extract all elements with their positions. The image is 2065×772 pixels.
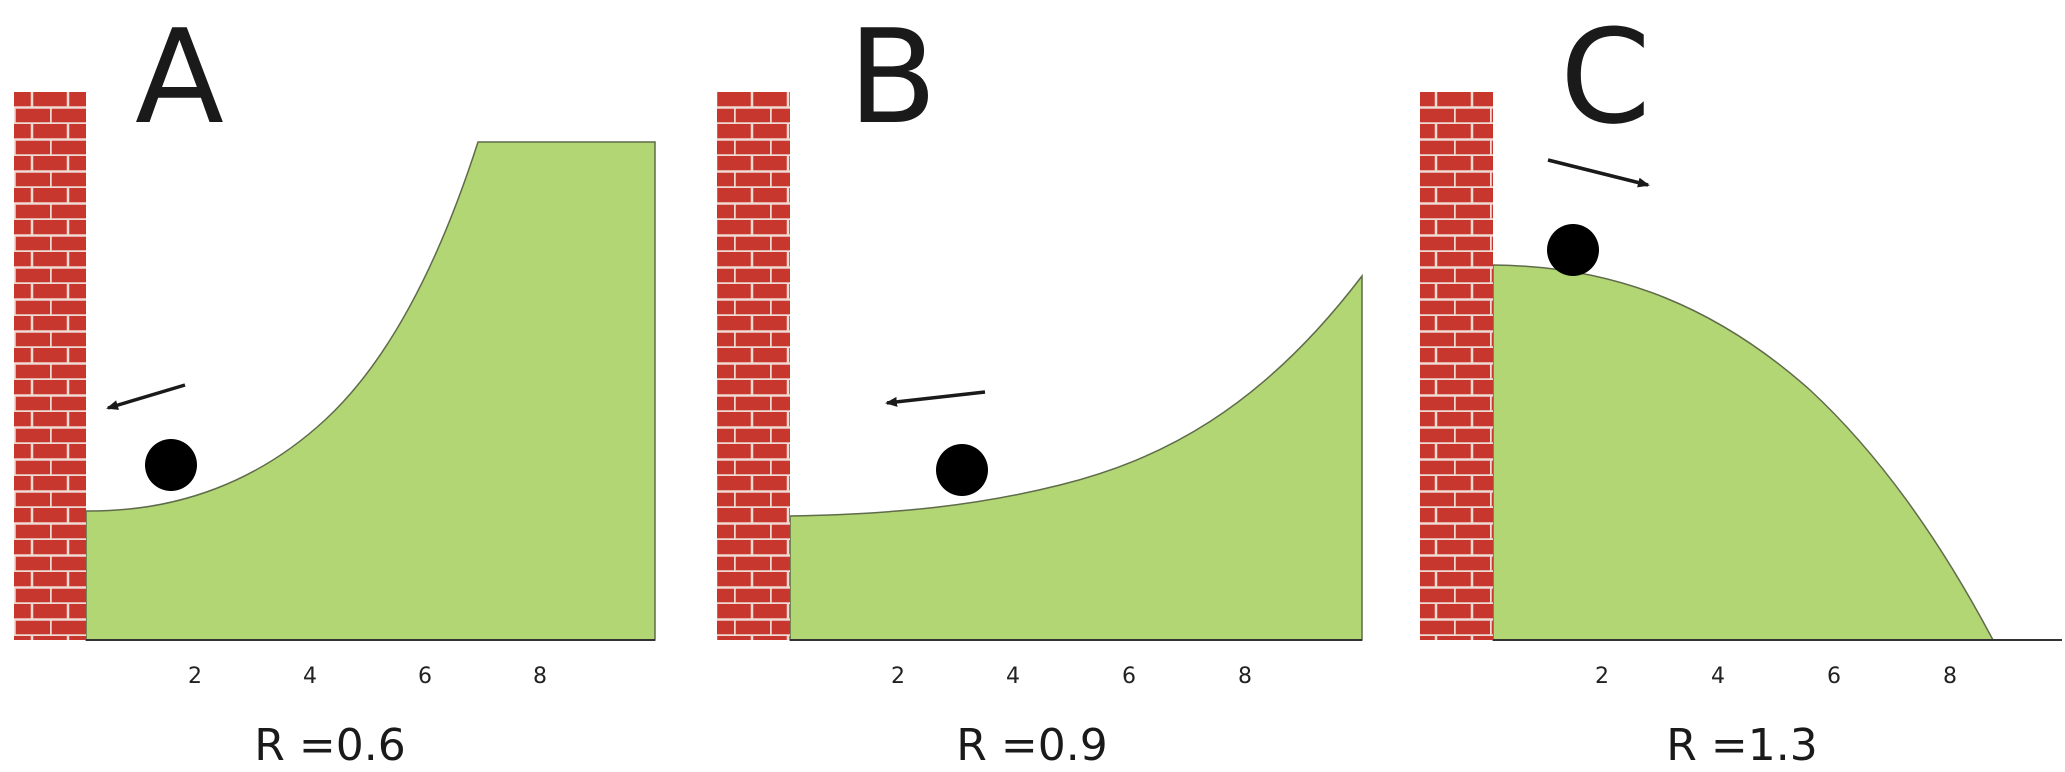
direction-arrow-icon	[885, 390, 986, 407]
tick-label: 4	[303, 664, 317, 689]
panel-letter-a: A	[135, 1, 224, 153]
tick-label: 8	[533, 664, 547, 689]
ball-icon	[145, 439, 197, 491]
ball-icon	[1547, 224, 1599, 276]
panel-letter-c: C	[1560, 1, 1651, 153]
tick-label: 4	[1006, 664, 1020, 689]
x-tick-labels-c: 2 4 6 8	[1595, 664, 1957, 689]
panel-a: A 2 4 6 8 R =0.6	[14, 1, 656, 771]
tick-label: 6	[1827, 664, 1841, 689]
tick-label: 4	[1711, 664, 1725, 689]
tick-label: 8	[1943, 664, 1957, 689]
tick-label: 2	[891, 664, 905, 689]
terrain-area-c	[1492, 264, 1995, 641]
tick-label: 6	[1122, 664, 1136, 689]
panel-letter-b: B	[848, 1, 937, 153]
brick-wall-icon	[14, 92, 86, 640]
brick-wall-icon	[1420, 92, 1493, 640]
terrain-area-a	[85, 141, 656, 641]
brick-wall-icon	[717, 92, 790, 640]
panel-b: B 2 4 6 8 R =0.9	[717, 1, 1363, 771]
x-tick-labels-b: 2 4 6 8	[891, 664, 1252, 689]
direction-arrow-icon	[1547, 158, 1650, 188]
terrain-area-b	[789, 273, 1363, 641]
x-tick-labels-a: 2 4 6 8	[188, 664, 547, 689]
tick-label: 2	[188, 664, 202, 689]
panel-c: C 2 4 6 8 R =1.3	[1420, 1, 2062, 771]
tick-label: 6	[418, 664, 432, 689]
tick-label: 2	[1595, 664, 1609, 689]
direction-arrow-icon	[106, 383, 186, 410]
tick-label: 8	[1238, 664, 1252, 689]
ball-icon	[936, 444, 988, 496]
r-caption-a: R =0.6	[254, 720, 405, 771]
r-caption-b: R =0.9	[956, 720, 1107, 771]
r-caption-c: R =1.3	[1666, 720, 1817, 771]
